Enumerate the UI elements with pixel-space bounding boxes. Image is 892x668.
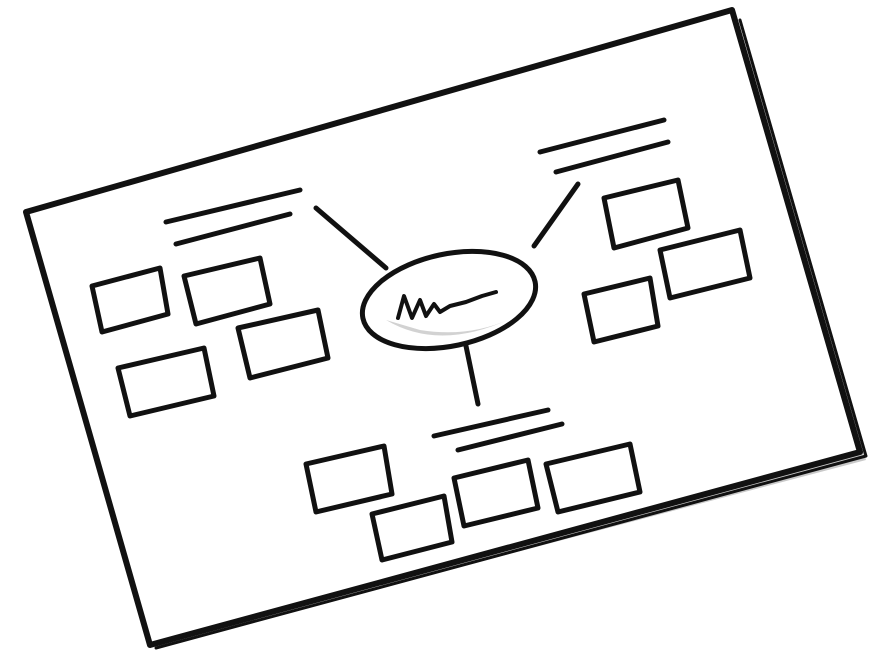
mind-map-sheet-svg xyxy=(0,0,892,668)
mind-map-illustration xyxy=(0,0,892,668)
